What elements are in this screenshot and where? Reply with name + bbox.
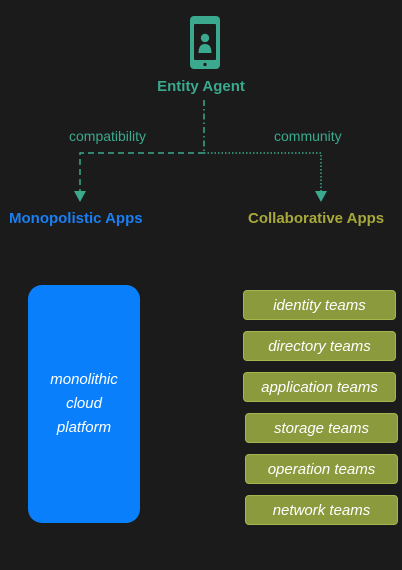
platform-line-3: platform bbox=[56, 419, 112, 436]
compatibility-edge-label: compatibility bbox=[69, 128, 147, 144]
platform-line-2: cloud bbox=[66, 395, 102, 412]
compatibility-line bbox=[79, 152, 204, 193]
connector-lines bbox=[79, 100, 322, 193]
collaborative-apps-title: Collaborative Apps bbox=[248, 210, 385, 227]
monolithic-cloud-platform-box: monolithic cloud platform bbox=[28, 285, 140, 523]
team-box-operation: operation teams bbox=[245, 454, 398, 484]
arrowhead-right bbox=[315, 191, 327, 202]
smartphone-user-icon bbox=[190, 16, 220, 69]
platform-line-1: monolithic bbox=[50, 371, 118, 388]
platform-text: monolithic cloud platform bbox=[34, 368, 134, 440]
arrowhead-left bbox=[74, 191, 86, 202]
team-box-storage: storage teams bbox=[245, 413, 398, 443]
team-box-application: application teams bbox=[243, 372, 396, 402]
team-box-network: network teams bbox=[245, 495, 398, 525]
community-line bbox=[204, 152, 322, 193]
community-edge-label: community bbox=[274, 128, 342, 144]
team-box-identity: identity teams bbox=[243, 290, 396, 320]
team-box-directory: directory teams bbox=[243, 331, 396, 361]
entity-agent-label: Entity Agent bbox=[157, 78, 245, 95]
monopolistic-apps-title: Monopolistic Apps bbox=[9, 210, 143, 227]
